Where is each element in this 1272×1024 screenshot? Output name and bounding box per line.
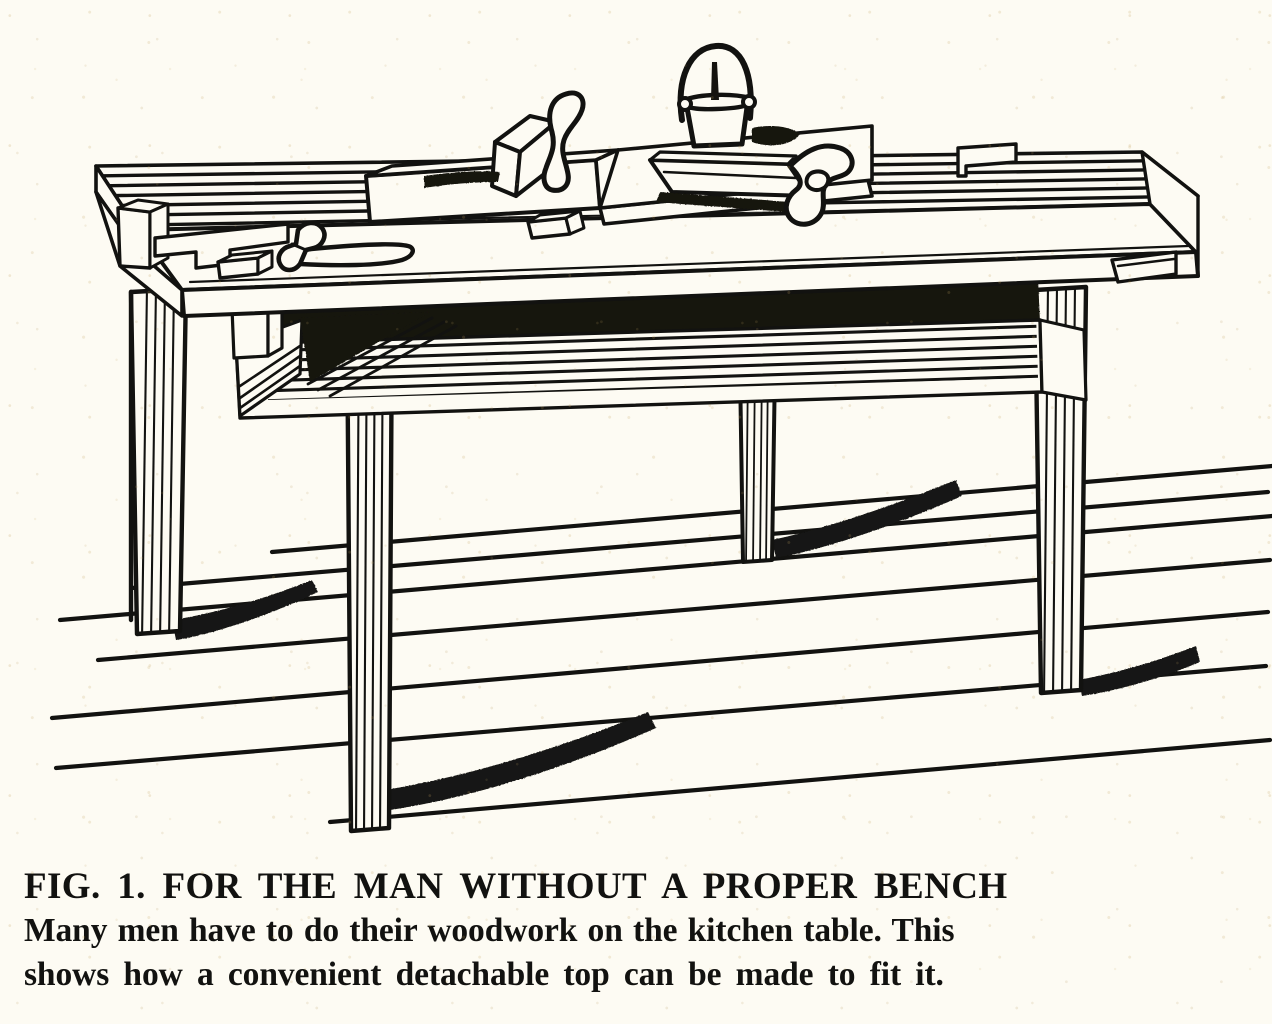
caption-line-2: Many men have to do their woodwork on th… — [24, 912, 955, 950]
chisel-blade — [297, 242, 415, 268]
table-apron — [230, 278, 1088, 420]
plane-tote — [541, 90, 586, 193]
scrap-block-left — [216, 249, 274, 280]
glue-brush — [711, 62, 719, 100]
table-leg-front-left — [128, 286, 189, 637]
caption-line-3: shows how a convenient detachable top ca… — [24, 955, 944, 993]
bench-top-left-cleat — [94, 164, 290, 318]
glue-pot-handle — [677, 42, 754, 123]
right-notch-block — [956, 142, 1018, 178]
bench-illustration — [49, 42, 1272, 834]
floorboards — [49, 463, 1272, 825]
leg-shadows — [172, 480, 1200, 810]
glue-pot — [677, 42, 800, 149]
apron-shadow-band — [232, 278, 1040, 346]
plane-blade-wedge — [490, 114, 558, 198]
chisel — [276, 220, 415, 273]
figure-caption: FIG. 1. FOR THE MAN WITHOUT A PROPER BEN… — [0, 866, 1272, 996]
scrap-block-centre — [526, 209, 586, 240]
bench-top-right-cleat — [956, 142, 1200, 284]
scrap-blocks — [216, 209, 586, 280]
caption-headline: FIG. 1. FOR THE MAN WITHOUT A PROPER BEN… — [24, 866, 1008, 907]
shadow-front-left — [172, 580, 318, 640]
handsaw — [648, 143, 855, 227]
shadow-back-right — [772, 480, 962, 558]
shadow-right — [1078, 646, 1200, 696]
table-leg-front-right — [344, 308, 395, 834]
apron-right-return — [1038, 318, 1088, 402]
shadow-front-right — [385, 712, 656, 810]
